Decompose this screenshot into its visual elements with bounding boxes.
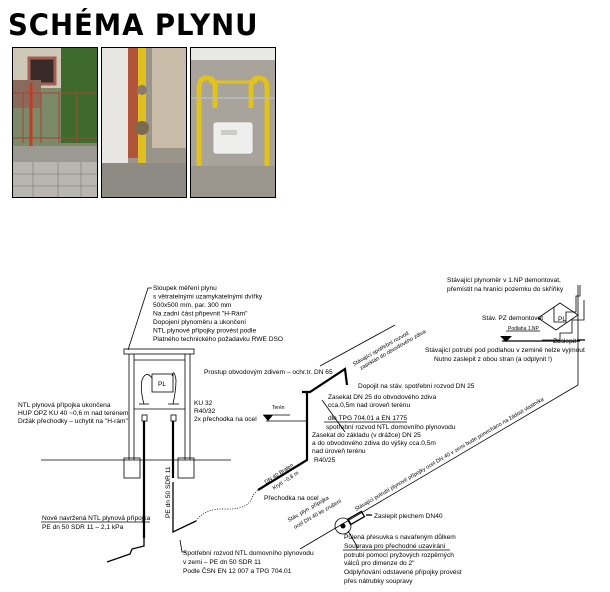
- note-consumption-pipe: Spotřební rozvod NTL domovního plynovodu…: [183, 550, 314, 575]
- note-split-coupling: Půlená přesuvka s navařeným důlkem Soupr…: [344, 533, 462, 585]
- existing-meter-building: PL: [537, 285, 585, 385]
- svg-text:a do obvodového zdiva do výšky: a do obvodového zdiva do výšky cca.0,5m: [312, 440, 436, 447]
- svg-text:Držák přechodky – uchytit na ": Držák přechodky – uchytit na "H-rám": [18, 418, 129, 425]
- svg-text:Podle ČSN EN 12 007 a TPG 704.: Podle ČSN EN 12 007 a TPG 704.01: [183, 566, 292, 575]
- svg-text:Stávající potrubí pod podlahou: Stávající potrubí pod podlahou v zemině …: [425, 347, 585, 354]
- svg-text:zaseklán do obvodového zdiva: zaseklán do obvodového zdiva: [359, 329, 428, 372]
- note-zasekat-base: Zasekat do základu (v drážce) DN 25 a do…: [312, 432, 436, 455]
- pe-pipe-vertical-label: PE dn 50 SDR 11: [165, 466, 172, 518]
- svg-text:Spotřební rozvod NTL domovního: Spotřební rozvod NTL domovního plynovodu: [183, 550, 314, 557]
- stav-pz-label: Stáv. PZ demontovat: [482, 315, 543, 322]
- svg-text:Nutno zaslepit z obou stran (a: Nutno zaslepit z obou stran (a odplynit …: [434, 356, 552, 363]
- svg-text:HUP OPZ KU 40 ~0,6 m nad terén: HUP OPZ KU 40 ~0,6 m nad terénem: [18, 410, 129, 417]
- svg-text:Dopojení plynoměru a ukončení: Dopojení plynoměru a ukončení: [153, 319, 246, 326]
- svg-text:potrubí pomocí pryžových rozpě: potrubí pomocí pryžových rozpěrných: [344, 552, 454, 559]
- svg-text:Sloupek měření plynu: Sloupek měření plynu: [153, 285, 217, 292]
- zaslepit-label: Zaslepit: [553, 338, 576, 345]
- note-pipe-left-in-ground: Stávající potrubí plynové přípojky ocel …: [354, 396, 546, 512]
- svg-text:NTL plynové přípojky provést p: NTL plynové přípojky provést podle: [153, 328, 256, 335]
- svg-text:Na zadní část připevnit "H-Rám: Na zadní část připevnit "H-Rám": [153, 311, 248, 318]
- note-new-connection: Nově navržená NTL plynová přípojka PE dn…: [42, 515, 151, 531]
- svg-text:500x500 mm, par. 300 mm: 500x500 mm, par. 300 mm: [153, 302, 232, 309]
- note-dopojit: Dopojit na stáv. spotřební rozvod DN 25: [358, 383, 475, 390]
- note-zasekat-dn25: Zasekat DN 25 do obvodového zdiva cca.0,…: [326, 394, 456, 431]
- note-existing-wall: Stávající spotřební rozvod zaseklán do o…: [352, 329, 428, 372]
- photo-gas-meter: [190, 47, 276, 198]
- note-ntl-ending: NTL plynová přípojka ukončena HUP OPZ KU…: [18, 402, 129, 425]
- svg-text:v zemi – PE dn 50 SDR 11: v zemi – PE dn 50 SDR 11: [183, 559, 261, 566]
- note-meter-pillar: Sloupek měření plynu s větratelnými uzam…: [153, 285, 283, 343]
- pl-right-label: PL: [558, 316, 566, 323]
- gas-meter-pl: [139, 372, 179, 422]
- svg-text:R40/32: R40/32: [194, 408, 216, 415]
- svg-text:Půlená přesuvka s navařeným dů: Půlená přesuvka s navařeným důlkem: [344, 533, 456, 541]
- podlaha-label: Podlaha 1.NP: [508, 326, 540, 332]
- existing-pipe-dn40: [299, 384, 579, 550]
- note-ku32: KU 32 R40/32 2x přechodka na ocel: [194, 400, 257, 423]
- photo-garden-fence: [12, 47, 98, 198]
- house-connection-pipe: [257, 367, 349, 491]
- teren-label: Terén: [272, 405, 285, 411]
- svg-text:s větratelnými uzamykatelnými: s větratelnými uzamykatelnými dvířky: [153, 294, 263, 301]
- note-meter-1np: Stávající plynoměr v 1.NP demontovat, př…: [447, 277, 564, 293]
- note-prostup: Prostup obvodovým zdivem – ochr.tr. DN 6…: [204, 369, 333, 376]
- svg-text:KU 32: KU 32: [194, 400, 213, 407]
- svg-text:válců pro dimenze do 2": válců pro dimenze do 2": [344, 559, 415, 567]
- photo-gas-pipe-wall: [101, 47, 187, 198]
- svg-text:Zasekat do základu (v drážce): Zasekat do základu (v drážce) DN 25: [312, 432, 421, 439]
- svg-text:Stávající spotřební rozvod: Stávající spotřební rozvod: [352, 331, 410, 368]
- svg-text:Zasekat DN 25 do obvodového zd: Zasekat DN 25 do obvodového zdiva: [328, 394, 436, 401]
- svg-text:nad úroveň terénu: nad úroveň terénu: [312, 448, 366, 455]
- r40-25-label: R40/25: [314, 457, 336, 464]
- svg-text:NTL plynová přípojka ukončena: NTL plynová přípojka ukončena: [18, 402, 111, 409]
- pl-label: PL: [158, 381, 166, 388]
- svg-text:Souprava pro přechodné uzavírá: Souprava pro přechodné uzavírání: [344, 543, 446, 550]
- svg-text:přes nátrubky soupravy: přes nátrubky soupravy: [344, 578, 413, 585]
- svg-text:PE dn 50 SDR 11 – 2,1 kPa: PE dn 50 SDR 11 – 2,1 kPa: [42, 524, 124, 531]
- svg-text:dle TPG 704.01 a EN 1775: dle TPG 704.01 a EN 1775: [328, 415, 407, 422]
- svg-text:Odplyňování odstavené přípojky: Odplyňování odstavené přípojky provést: [344, 569, 462, 576]
- svg-text:Stávající plynoměr v 1.NP demo: Stávající plynoměr v 1.NP demontovat,: [447, 277, 561, 284]
- svg-text:cca.0,5m nad úroveň terénu: cca.0,5m nad úroveň terénu: [328, 402, 410, 409]
- meter-pillar: [123, 348, 195, 479]
- plug-dn40: [346, 510, 366, 526]
- svg-text:přemístit na hranici pozemku d: přemístit na hranici pozemku do skříňky: [447, 286, 564, 293]
- svg-text:Nově navržená NTL plynová příp: Nově navržená NTL plynová přípojka: [42, 515, 151, 522]
- page-title: SCHÉMA PLYNU: [8, 8, 259, 42]
- svg-text:Platného technického požadavku: Platného technického požadavku RWE DSO: [153, 336, 283, 343]
- zaslepit-plechem-label: Zaslepit plechem DN40: [374, 513, 443, 520]
- svg-text:spotřební rozvod NTL domovního: spotřební rozvod NTL domovního plynovodu: [326, 424, 456, 431]
- note-pipe-under-floor: Stávající potrubí pod podlahou v zemině …: [425, 347, 585, 363]
- svg-text:2x přechodka na ocel: 2x přechodka na ocel: [194, 416, 257, 423]
- prechodka-label: Přechodka na ocel: [264, 495, 319, 502]
